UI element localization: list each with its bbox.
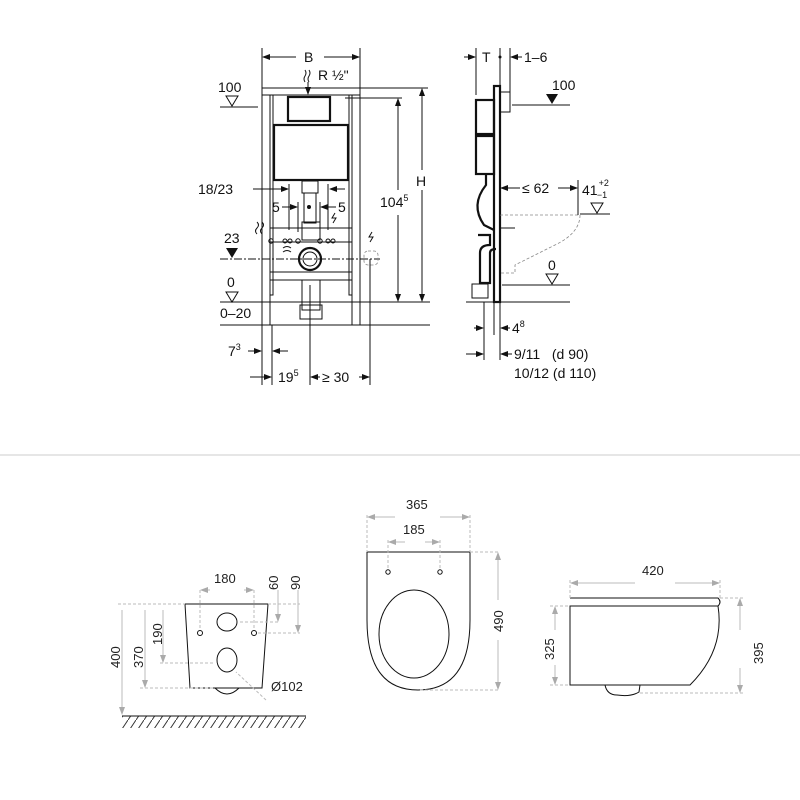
hole-spacing-label: 180 (214, 571, 236, 586)
side-level-0-label: 0 (548, 257, 556, 273)
total-height-label: 395 (751, 642, 766, 664)
dim-400-label: 400 (108, 646, 123, 668)
frame-front-view: B R ½" 100 18/23 5 5 (198, 48, 430, 385)
offset-d90-label: 9/11 (d 90) (514, 346, 588, 362)
wall-gap-label: 1–6 (524, 49, 548, 65)
offset-48-label: 48 (512, 319, 525, 336)
pipe-offset-label: 18/23 (198, 181, 233, 197)
level-23-label: 23 (224, 230, 240, 246)
max-projection-label: ≤ 62 (522, 180, 549, 196)
bowl-side-view: 420 325 395 (542, 563, 766, 697)
height-label: H (416, 173, 426, 189)
seat-length-label: 490 (491, 610, 506, 632)
right-5-label: 5 (338, 199, 346, 215)
outlet-diameter-label: Ø102 (271, 679, 303, 694)
water-supply-icon (282, 246, 292, 253)
leg-offset-label: 73 (228, 342, 241, 359)
min-distance-label: ≥ 30 (322, 369, 349, 385)
dim-60-label: 60 (266, 576, 281, 590)
water-supply-icon (303, 69, 311, 83)
water-supply-icon (255, 221, 264, 235)
level-0-label: 0 (227, 274, 235, 290)
side-length-label: 420 (642, 563, 664, 578)
level-100-label: 100 (218, 79, 242, 95)
depth-label: T (482, 49, 491, 65)
electrical-icon (368, 231, 374, 243)
flush-plate (286, 95, 332, 123)
cistern (272, 123, 350, 182)
dim-370-label: 370 (131, 646, 146, 668)
height-1045-label: 1045 (380, 193, 408, 210)
dim-90-label: 90 (288, 576, 303, 590)
floor-range-label: 0–20 (220, 305, 251, 321)
drain-offset-label: 195 (278, 368, 299, 385)
seat-height-label: 41+2−1 (582, 178, 609, 200)
floor-hatching (122, 716, 306, 728)
seat-width-label: 365 (406, 497, 428, 512)
body-height-label: 325 (542, 638, 557, 660)
frame-side-view: T 1–6 100 ≤ 62 41+2−1 0 48 9/11 (d 90) (464, 48, 610, 381)
offset-d110-label: 10/12 (d 110) (514, 365, 596, 381)
electrical-icon (331, 212, 337, 224)
width-label: B (304, 49, 313, 65)
dim-190-label: 190 (150, 623, 165, 645)
left-5-label: 5 (272, 199, 280, 215)
bowl-rear-view: 180 60 90 190 370 400 Ø102 (108, 571, 306, 728)
side-level-100-label: 100 (552, 77, 576, 93)
hinge-spacing-label: 185 (403, 522, 425, 537)
bowl-top-view: 365 185 490 (366, 497, 506, 691)
thread-label: R ½" (318, 67, 349, 83)
